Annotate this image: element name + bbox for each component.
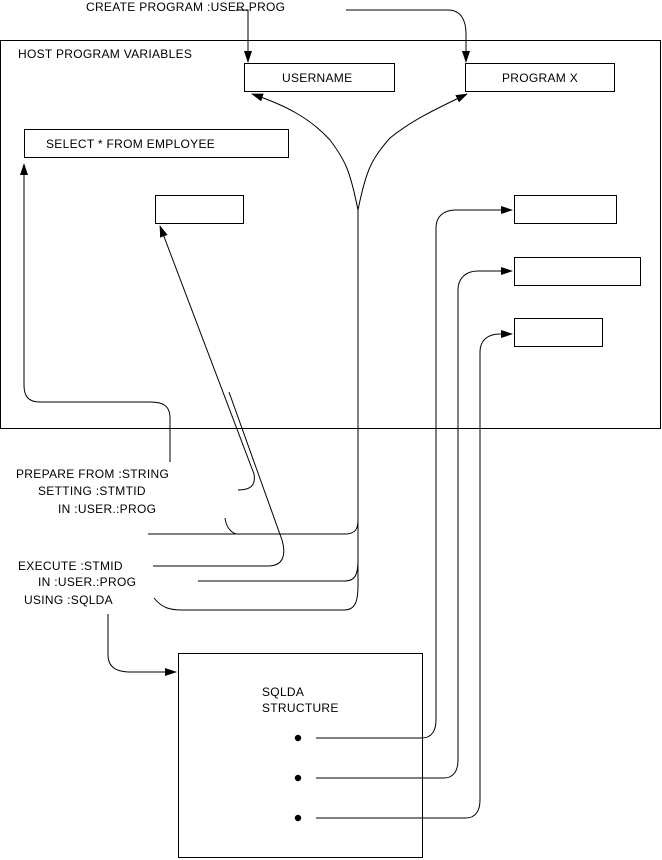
fork-to-program-arrow [357,93,468,211]
execute-line-1: EXECUTE :STMID [18,559,123,573]
using-sqlda-line [153,560,359,611]
program-label: PROGRAM X [502,71,578,85]
username-label: USERNAME [282,71,352,85]
prepare-string-arrow [20,163,171,462]
value-box-2 [514,257,641,286]
value-box-3 [514,318,603,347]
pointer-3-to-value-box-3 [316,330,513,819]
pointer-1-to-value-box-1 [316,206,513,739]
sqlda-structure-box [178,653,423,858]
sqlda-pointer-1 [294,734,302,742]
pointer-2-to-value-box-2 [316,267,513,779]
prepare-user-prog-tick [224,517,237,535]
prepare-line-1: PREPARE FROM :STRING [16,467,169,481]
host-program-title: HOST PROGRAM VARIABLES [18,47,192,61]
username-box: USERNAME [244,63,395,92]
create-program-label: CREATE PROGRAM :USER.PROG [86,0,285,14]
program-box: PROGRAM X [465,63,615,92]
execute-line-2: IN :USER.:PROG [38,575,136,589]
host-program-frame [0,40,661,429]
value-box-1 [514,195,617,224]
create-to-program-arrow [346,9,470,63]
string-box: SELECT * FROM EMPLOYEE [24,129,289,158]
string-label: SELECT * FROM EMPLOYEE [46,137,215,151]
execute-line-3: USING :SQLDA [24,593,113,607]
sqlda-pointer-arrow [107,614,177,676]
fork-to-username-arrow [251,93,359,211]
sqlda-pointer-2 [294,774,302,782]
prepare-line-2: SETTING :STMTID [38,484,146,498]
prepare-line-3: IN :USER.:PROG [58,502,156,516]
execute-stmid-line [153,391,285,567]
sqlda-pointer-3 [294,814,302,822]
sqlda-title: SQLDA [262,685,304,699]
create-to-username-arrow [236,9,252,63]
sqlda-subtitle: STRUCTURE [262,701,339,715]
prepare-user-prog-line [148,519,359,535]
setting-stmtid-arrow [159,225,255,491]
stmtid-box [155,195,244,224]
